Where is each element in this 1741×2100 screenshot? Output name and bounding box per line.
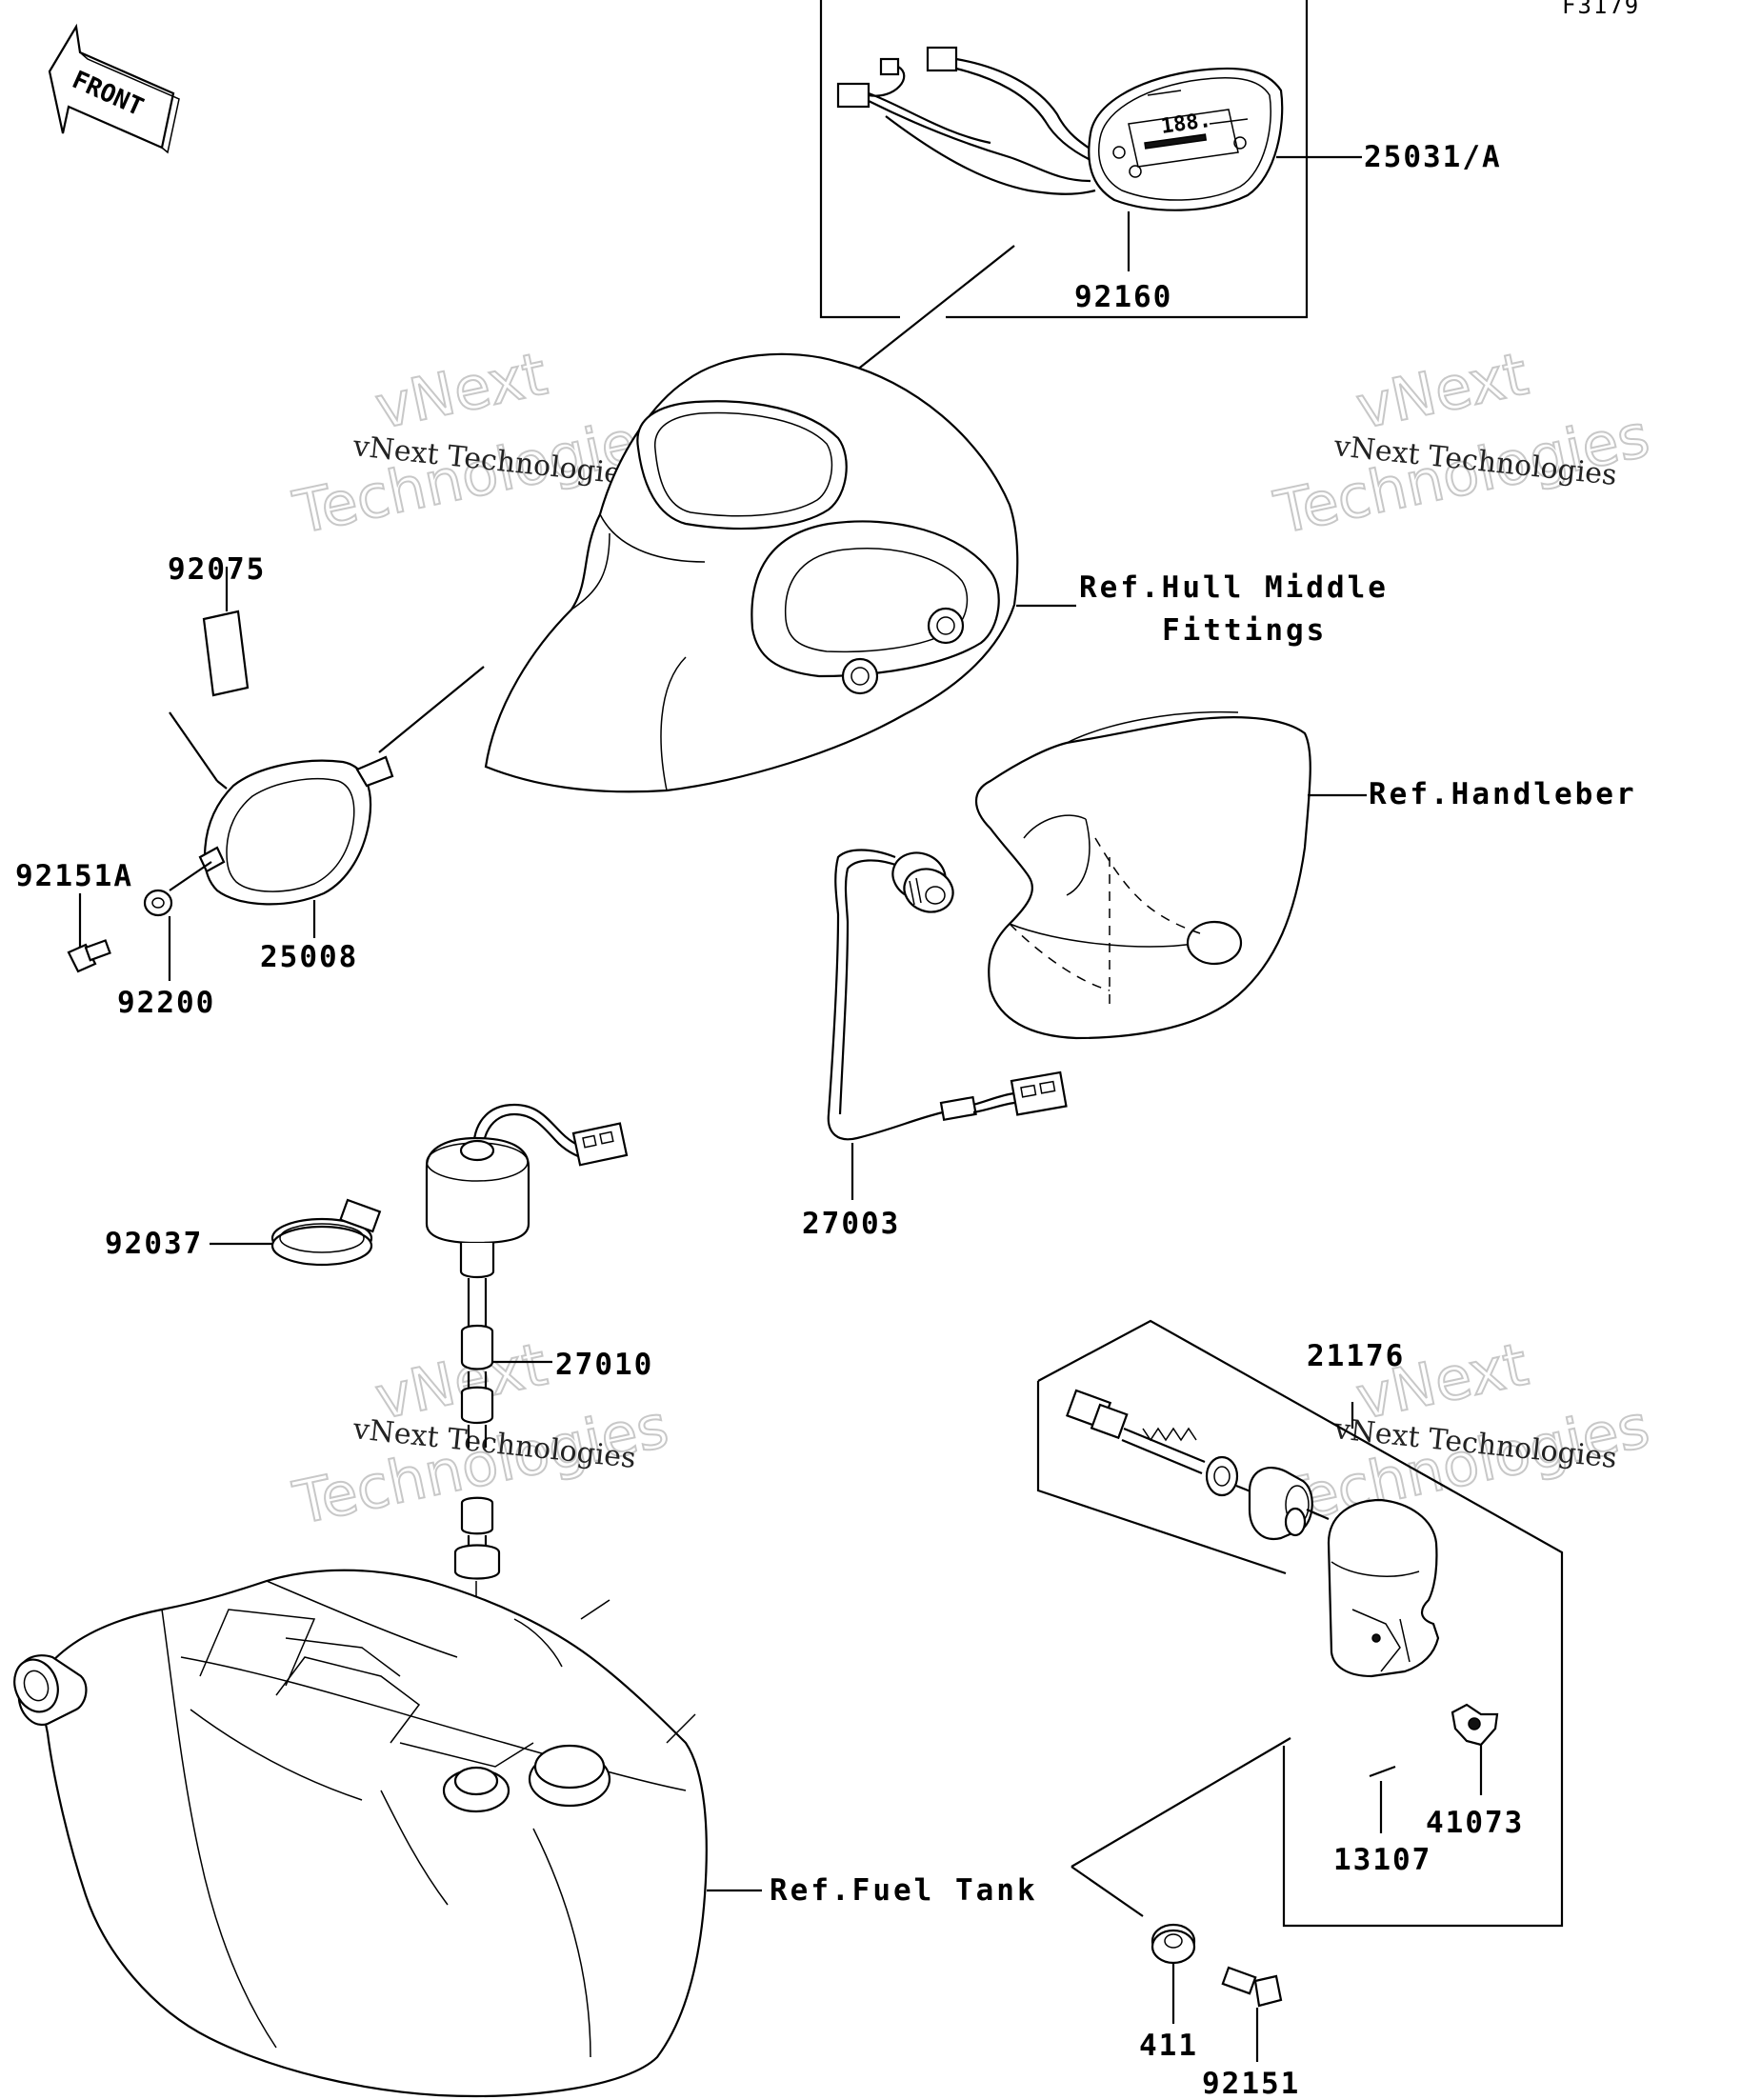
clamp-92037-icon [210, 1198, 382, 1267]
fuel-sender-27010 [425, 1103, 629, 1790]
ref-hull-middle-fittings[interactable]: Ref.Hull Middle [1079, 570, 1389, 605]
diagram-code: F3179 [1562, 0, 1640, 19]
svg-text:vNext: vNext [370, 339, 552, 443]
ref-handlebar[interactable]: Ref.Handleber [1369, 777, 1637, 811]
part-number-21176[interactable]: 21176 [1307, 1339, 1405, 1373]
handlebar-cover [975, 710, 1367, 1040]
part-number-27003[interactable]: 27003 [802, 1207, 900, 1241]
part-number-92075[interactable]: 92075 [168, 552, 266, 587]
svg-text:vNext: vNext [1351, 339, 1533, 443]
hull-middle-fittings [484, 352, 1076, 793]
watermark-top-right: vNext Technologies vNext Technologies [1268, 338, 1656, 549]
sensor-assembly-21176 [1036, 1319, 1564, 1928]
part-number-92151a[interactable]: 92151A [15, 859, 133, 893]
meter-assembly: 188. [751, 0, 1362, 453]
part-number-92200[interactable]: 92200 [117, 986, 215, 1020]
part-number-92037[interactable]: 92037 [105, 1227, 203, 1261]
switch-27003 [827, 849, 1068, 1200]
washer-411-icon [1151, 1923, 1196, 2024]
bolt-92151a-icon [67, 893, 111, 973]
part-number-27010[interactable]: 27010 [555, 1348, 653, 1382]
ref-hull-middle-fittings-line2[interactable]: Fittings [1162, 613, 1327, 648]
part-number-13107[interactable]: 13107 [1333, 1843, 1431, 1877]
part-number-41073[interactable]: 41073 [1426, 1806, 1524, 1840]
part-number-92151[interactable]: 92151 [1202, 2067, 1300, 2100]
fuel-tank [13, 1569, 762, 2098]
part-number-92160[interactable]: 92160 [1074, 280, 1172, 314]
part-number-411[interactable]: 411 [1139, 2029, 1198, 2063]
ref-fuel-tank[interactable]: Ref.Fuel Tank [770, 1873, 1038, 1908]
bolt-92151-icon [1221, 1966, 1283, 2062]
bracket-assembly [169, 567, 485, 938]
part-number-25031a[interactable]: 25031/A [1364, 140, 1502, 174]
front-arrow-icon: FRONT [48, 23, 180, 154]
washer-92200-icon [143, 861, 212, 981]
part-number-25008[interactable]: 25008 [260, 940, 358, 974]
